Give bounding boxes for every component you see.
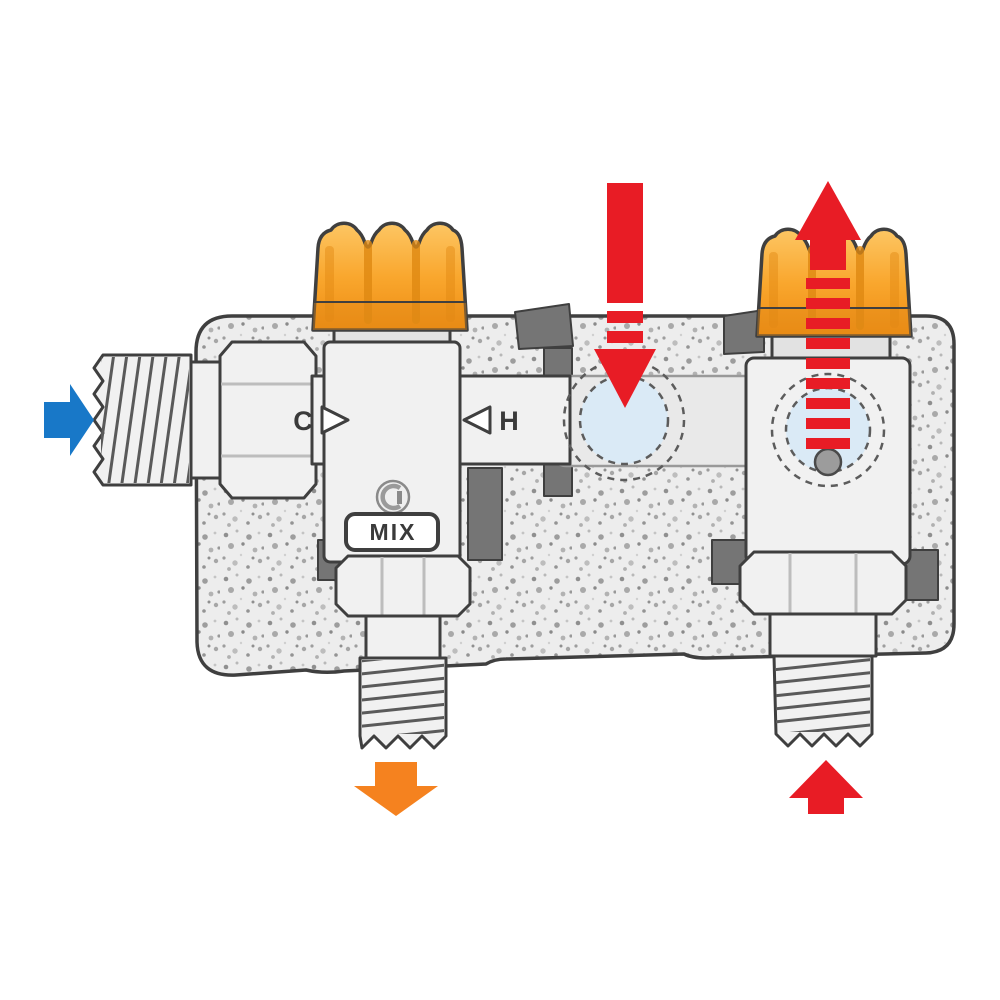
cold-flow-triangle-icon — [320, 405, 350, 435]
hot-supply-arrow — [789, 760, 863, 814]
mixing-valve-body — [310, 326, 572, 564]
hot-supply-pipe — [768, 612, 878, 748]
cold-inlet-union-nut — [218, 340, 318, 500]
hot-port-marker: H — [462, 405, 519, 436]
mixed-outlet-union-nut — [334, 554, 472, 618]
left-valve-knob — [311, 221, 469, 332]
hot-port-label: H — [499, 406, 519, 436]
hot-inlet-arrow — [594, 183, 656, 408]
check-valve-disc — [813, 447, 843, 477]
manifold-inlet-port — [562, 358, 686, 482]
cold-inlet-pipe — [92, 353, 231, 487]
cold-port-label: C — [293, 406, 313, 436]
hot-flow-triangle-icon — [462, 405, 492, 435]
cold-inlet-arrow — [44, 384, 94, 456]
cold-port-marker: C — [293, 405, 350, 436]
brand-logo-icon — [375, 479, 411, 515]
mix-badge: MIX — [344, 512, 440, 552]
mixed-outlet-pipe — [358, 614, 448, 750]
mix-label: MIX — [370, 519, 417, 545]
mixed-outlet-arrow — [354, 762, 438, 816]
insulation-shadow-pieces — [317, 303, 939, 601]
hot-supply-union-nut — [738, 550, 908, 616]
hot-return-arrow — [795, 181, 861, 449]
